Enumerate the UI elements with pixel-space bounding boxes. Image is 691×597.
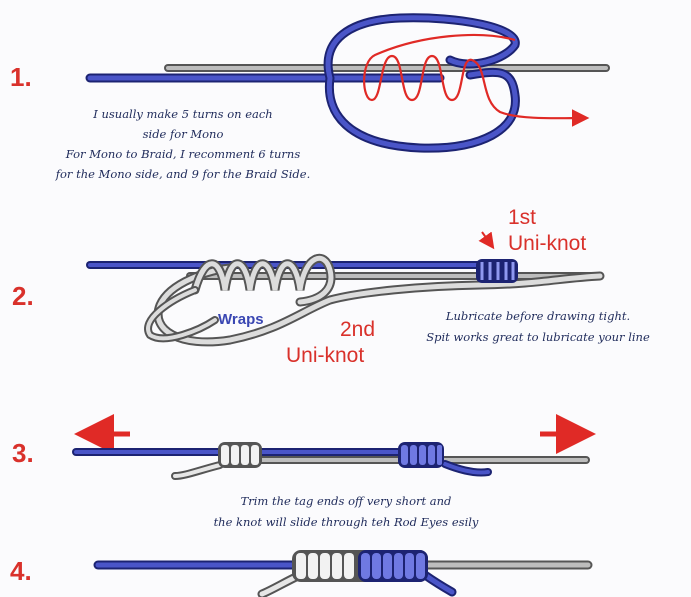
step-1-note-line-1: I usually make 5 turns on each — [92, 107, 272, 121]
step-3-mono-knot-coils — [218, 442, 262, 468]
step-3-note-line-1: Trim the tag ends off very short and — [241, 494, 452, 508]
step-2-note-line-2: Spit works great to lubricate your line — [426, 330, 650, 344]
step-2-number: 2. — [12, 281, 34, 311]
step-1-number: 1. — [10, 62, 32, 92]
step-1-note-line-2: side for Mono — [143, 127, 224, 141]
step-1-note-line-3: For Mono to Braid, I recomment 6 turns — [65, 147, 301, 161]
step-3-braid-knot-coils — [398, 442, 444, 468]
step-2-first-knot-arrow — [478, 231, 495, 250]
step-2-first-knot-label-1: 1st — [508, 206, 536, 229]
step-2-second-knot-label-1: 2nd — [340, 318, 375, 341]
step-1-note-line-4: for the Mono side, and 9 for the Braid S… — [55, 167, 311, 181]
step-4-number: 4. — [10, 556, 32, 586]
step-3-number: 3. — [12, 438, 34, 468]
step-1-wrap-arrow — [363, 33, 590, 127]
step-4-joined-knot-coils — [292, 550, 428, 582]
step-3-note-line-2: the knot will slide through teh Rod Eyes… — [214, 515, 479, 529]
step-2-second-knot-label-2: Uni-knot — [286, 344, 364, 367]
step-2-first-knot-label-2: Uni-knot — [508, 232, 586, 255]
step-2-note-line-1: Lubricate before drawing tight. — [445, 309, 630, 323]
step-2-wraps-label: Wraps — [218, 311, 264, 328]
step-2-first-uni-knot-coils — [476, 259, 518, 283]
